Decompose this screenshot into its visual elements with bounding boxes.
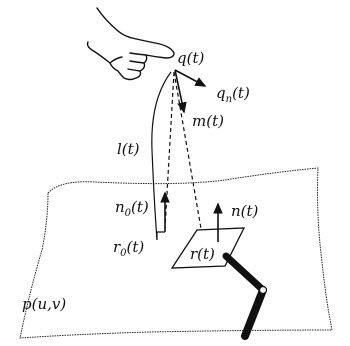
dashed-q-r [173, 71, 205, 247]
label-m: m(t) [192, 112, 224, 130]
label-q: q(t) [177, 49, 204, 67]
dashed-q-r0 [164, 71, 175, 229]
label-surface: p(u,v) [22, 295, 66, 313]
m-arrow [174, 69, 187, 114]
pointing-hand-icon [86, 7, 175, 81]
qn-arrow [174, 69, 207, 87]
label-n: n(t) [231, 202, 259, 220]
surface-patch [19, 167, 333, 339]
label-qn: qn(t) [216, 84, 250, 105]
label-r0: r0(t) [113, 238, 144, 259]
robot-arm-link-2 [241, 286, 267, 340]
label-r: r(t) [190, 245, 215, 263]
robot-arm-joint [258, 285, 268, 295]
robot-arm-link-1 [222, 252, 267, 294]
label-n0: n0(t) [115, 198, 149, 219]
label-l: l(t) [117, 140, 140, 158]
l-curve [151, 71, 172, 241]
r0-tick [156, 231, 165, 240]
